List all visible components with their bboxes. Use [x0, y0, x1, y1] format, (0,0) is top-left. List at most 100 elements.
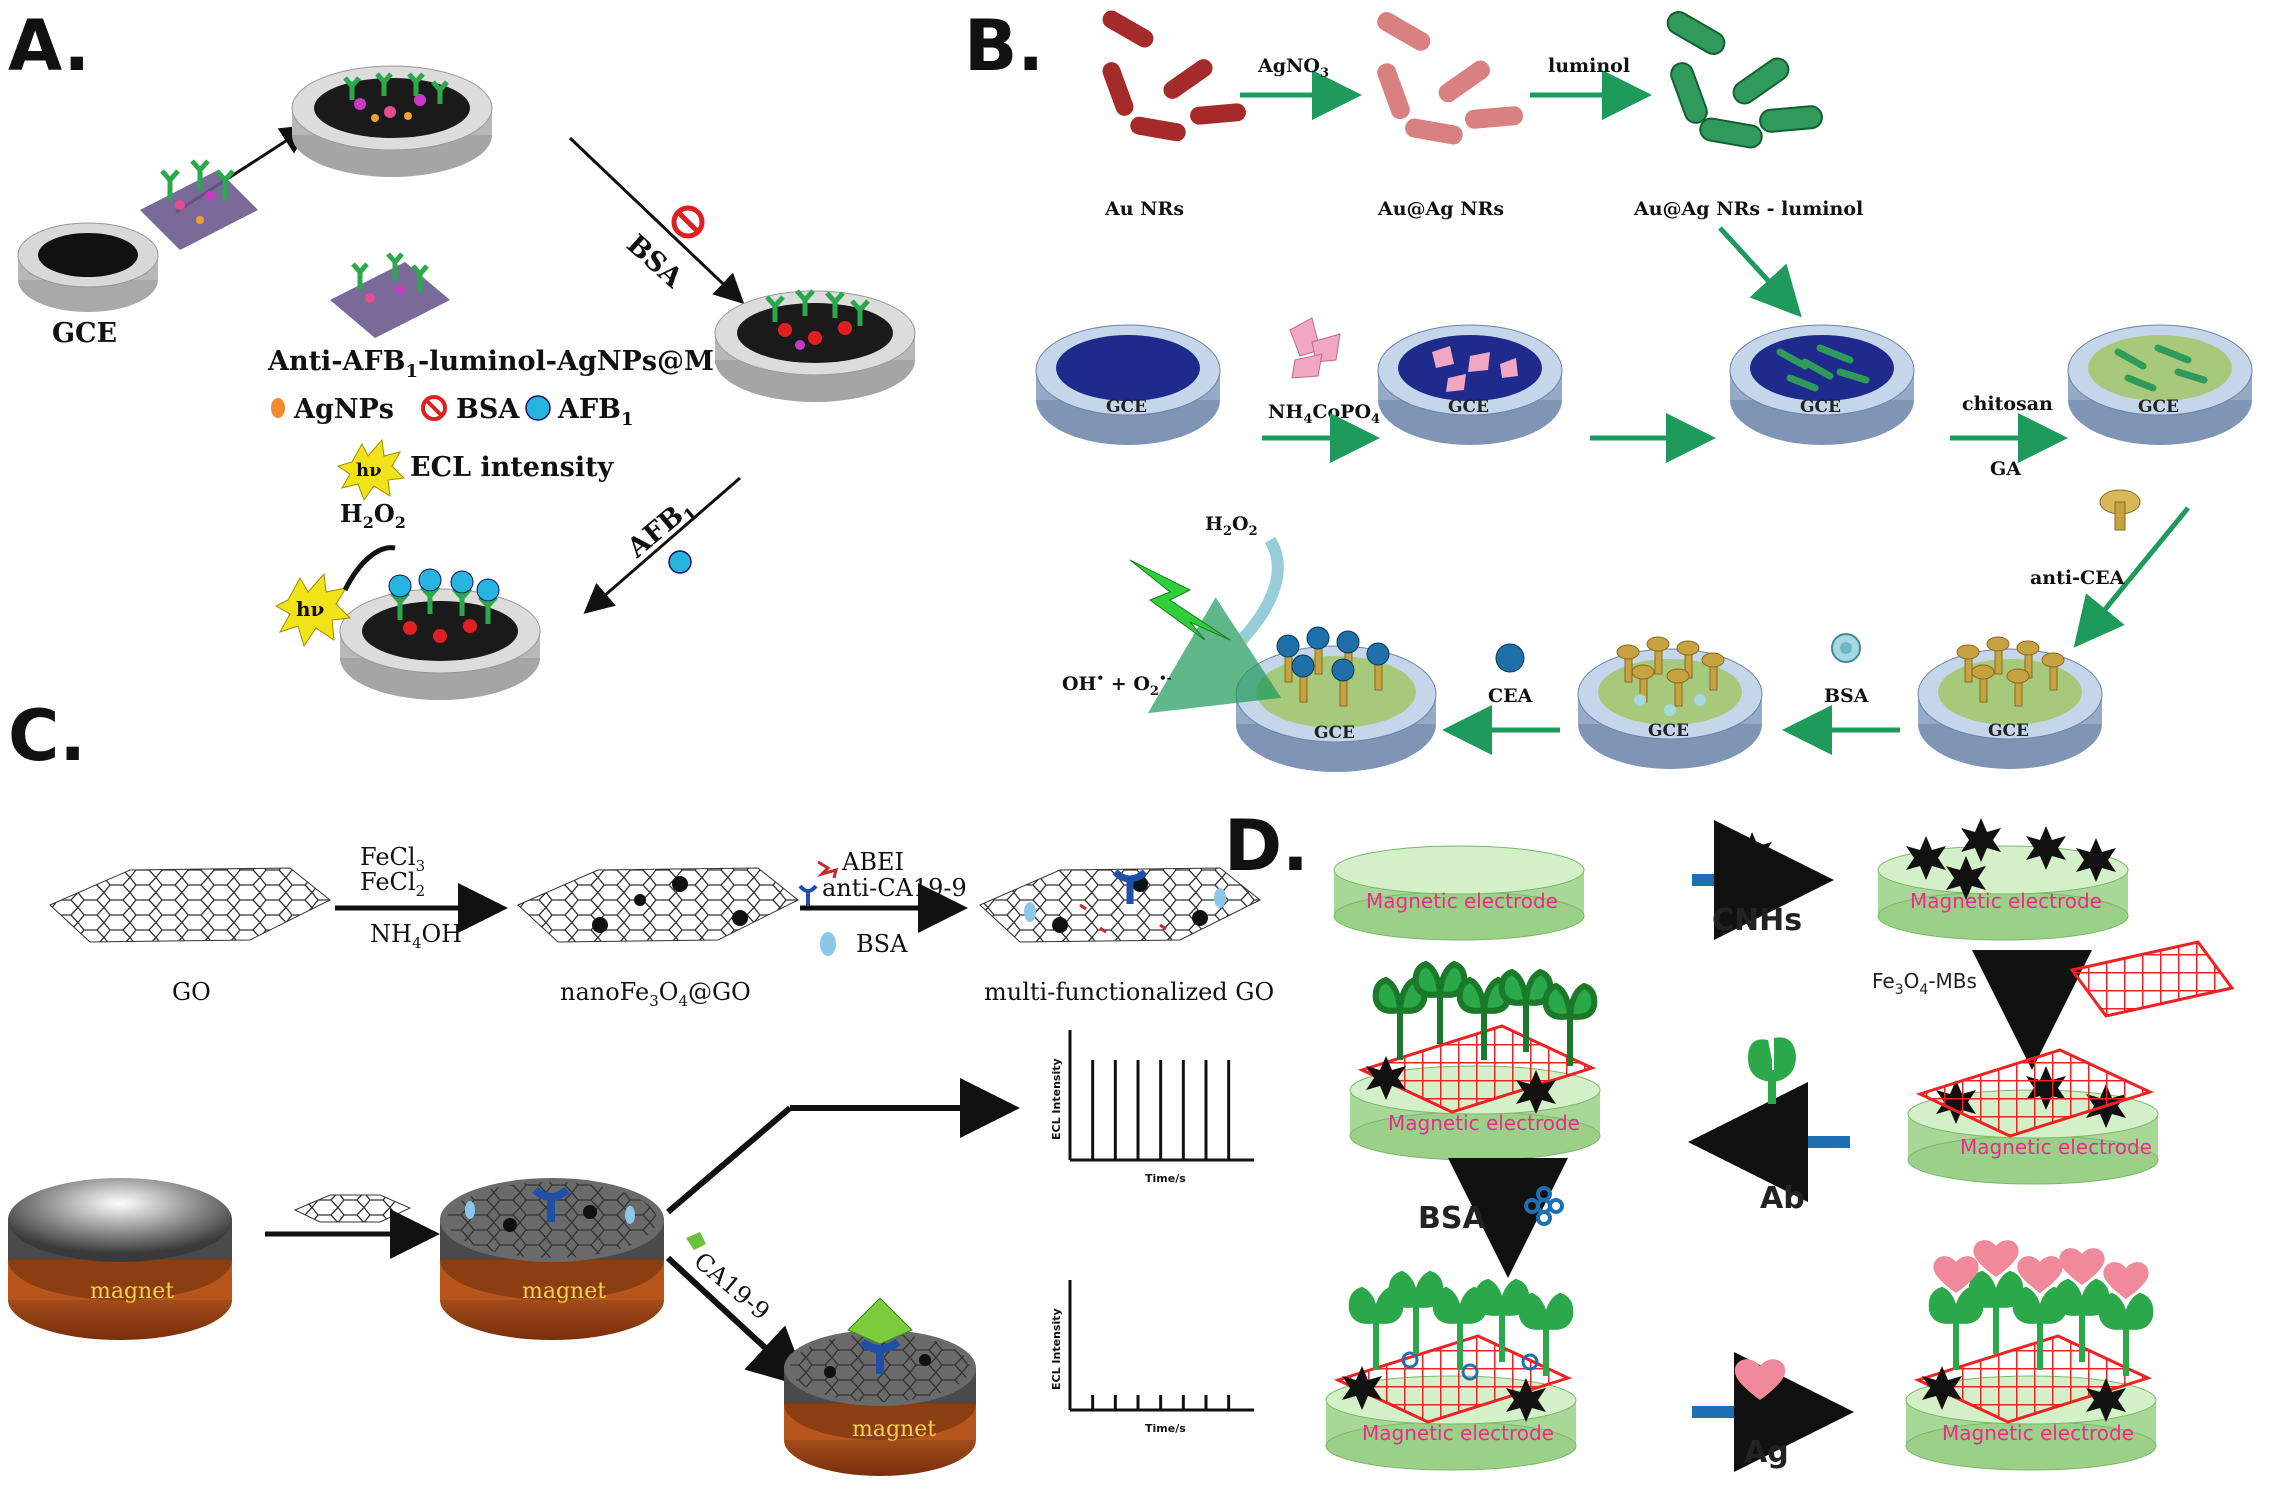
au-nrs: [1102, 10, 1246, 142]
nh4oh-label: NH4OH: [370, 920, 462, 952]
mag-electrode-d4: Magnetic electrode: [1349, 960, 1601, 1161]
ecl-burst-icon: hν: [336, 438, 406, 502]
gce-b-5: GCE: [1917, 636, 2103, 769]
bsa-flower-icon: [1524, 1186, 1564, 1226]
arrow-b-anticea: [2073, 506, 2190, 648]
electrode-label-d4: Magnetic electrode: [1388, 1111, 1580, 1135]
electrode-label-d5: Magnetic electrode: [1362, 1421, 1554, 1445]
chitosan-label: chitosan: [1962, 393, 2053, 415]
cnh-icon: [1732, 832, 1774, 878]
x-axis-label-high: Time/s: [1145, 1172, 1186, 1185]
h2o2-curve-a: [342, 545, 396, 592]
mag-electrode-d6: Magnetic electrode: [1905, 1240, 2157, 1471]
electrode-label-d1: Magnetic electrode: [1366, 889, 1558, 913]
bsa-icon: [421, 395, 447, 421]
legend-ecl: ECL intensity: [410, 452, 615, 483]
arrow-c-down: [665, 1255, 809, 1389]
electrode-label-d3: Magnetic electrode: [1960, 1135, 2152, 1159]
gce-label-b6: GCE: [1648, 721, 1689, 741]
nanofe-label: nanoFe3O4@GO: [560, 978, 751, 1010]
mag-electrode-d3: Magnetic electrode: [1907, 1048, 2159, 1185]
mag-electrode-d1: Magnetic electrode: [1333, 845, 1585, 941]
mag-electrode-d2: Magnetic electrode: [1877, 818, 2129, 941]
multi-go-sheet: [979, 867, 1261, 943]
hv-text-bottom: hν: [296, 597, 325, 621]
gce-b-7: GCE: [1235, 626, 1437, 772]
ecl-burst-bottom: hν: [274, 572, 352, 648]
x-axis-label-low: Time/s: [1145, 1422, 1186, 1435]
probe-label: Anti-AFB1-luminol-AgNPs@MC: [267, 346, 735, 382]
abei-label: ABEI: [841, 848, 904, 876]
gce-label-b4: GCE: [2138, 397, 2179, 417]
go-mini-sheet: [293, 1194, 412, 1223]
gce-label-a: GCE: [52, 318, 117, 349]
electrode-label-d2: Magnetic electrode: [1910, 889, 2102, 913]
abei-icon: [816, 860, 839, 879]
fecl2-label: FeCl2: [360, 868, 425, 900]
gce-label-b7: GCE: [1314, 723, 1355, 743]
panel-label-b: B.: [964, 5, 1044, 87]
hv-text-legend: hν: [356, 460, 382, 481]
gce-b-1: GCE: [1035, 324, 1221, 445]
magnet-3: magnet: [784, 1297, 976, 1476]
nh4copo4-sheets: [1289, 317, 1341, 379]
cnhs-label: CNHs: [1712, 903, 1802, 938]
magnet-2: magnet: [440, 1178, 664, 1340]
legend-agnps: AgNPs: [293, 394, 394, 425]
arrow-a-afb1: [583, 476, 741, 614]
panel-b: B. Au NRs AgNO3 Au@Ag NRs luminol: [964, 5, 2253, 772]
afb1-icon: [525, 395, 551, 421]
arrow-a-bsa: [568, 136, 745, 305]
probe-cluster-top: [343, 72, 449, 122]
electrode-a-top: [291, 65, 493, 177]
h2o2-label-b: H2O2: [1205, 513, 1258, 539]
legend-bsa: BSA: [456, 394, 520, 425]
electrode-a-bottom: [339, 568, 541, 700]
magnet-label-2: magnet: [522, 1279, 606, 1304]
legend-a: AgNPs BSA AFB1 hν ECL intensity: [271, 394, 633, 502]
lightning-icon: [1129, 559, 1231, 641]
probe-sheet-floating: [140, 159, 258, 250]
afb1-molecule-icon: [668, 550, 692, 574]
auag-nrs-label: Au@Ag NRs: [1377, 198, 1504, 220]
bsa-icon-arrow: [671, 205, 705, 239]
bsa-label-a: BSA: [620, 229, 689, 295]
go-label: GO: [172, 978, 211, 1006]
ab-label: Ab: [1760, 1181, 1805, 1216]
gce-b-3: GCE: [1729, 324, 1915, 445]
gce-b-4: GCE: [2067, 324, 2253, 445]
cea-label: CEA: [1488, 685, 1533, 707]
anti-ca-label: anti-CA19-9: [822, 874, 967, 902]
gce-b-6: GCE: [1577, 636, 1763, 769]
auag-luminol-label: Au@Ag NRs - luminol: [1633, 198, 1863, 220]
ab-icon: [1748, 1037, 1796, 1104]
auag-luminol-nrs: [1666, 11, 1823, 149]
bsa-label-c: BSA: [856, 930, 908, 958]
gce-label-b3: GCE: [1800, 397, 1841, 417]
panel-c: C. GO FeCl3 FeCl2 NH4OH nanoFe3O4@GO ABE…: [8, 695, 1274, 1476]
legend-afb1: AFB1: [557, 394, 633, 430]
auag-nrs: [1377, 12, 1524, 145]
nh4copo4-label: NH4CoPO4: [1268, 401, 1380, 427]
ga-label: GA: [1990, 458, 2021, 480]
y-axis-label-high: ECL Intensity: [1050, 1058, 1063, 1140]
bsa-icon-c: [820, 932, 836, 956]
gce-label-b1: GCE: [1106, 397, 1147, 417]
panel-d: D. Magnetic electrode CNHs Magnetic elec…: [1224, 805, 2235, 1472]
magnet-1: magnet: [8, 1178, 232, 1340]
ag-heart-icon: [1734, 1359, 1786, 1400]
luminol-label: luminol: [1548, 55, 1630, 77]
mag-electrode-d5: Magnetic electrode: [1325, 1270, 1577, 1471]
panel-label-a: A.: [8, 5, 90, 87]
products-label-b: OH• + O2•-: [1062, 671, 1172, 699]
fe3o4-mesh-icon: [2069, 940, 2235, 1018]
magnet-label-1: magnet: [90, 1279, 174, 1304]
anti-cea-icon: [2099, 489, 2141, 531]
arrow-b-down: [1718, 226, 1802, 318]
ag-label: Ag: [1744, 1435, 1789, 1470]
cea-icon: [1495, 643, 1525, 673]
panel-label-d: D.: [1224, 805, 1309, 887]
bsa-icon-b: [1831, 633, 1861, 663]
